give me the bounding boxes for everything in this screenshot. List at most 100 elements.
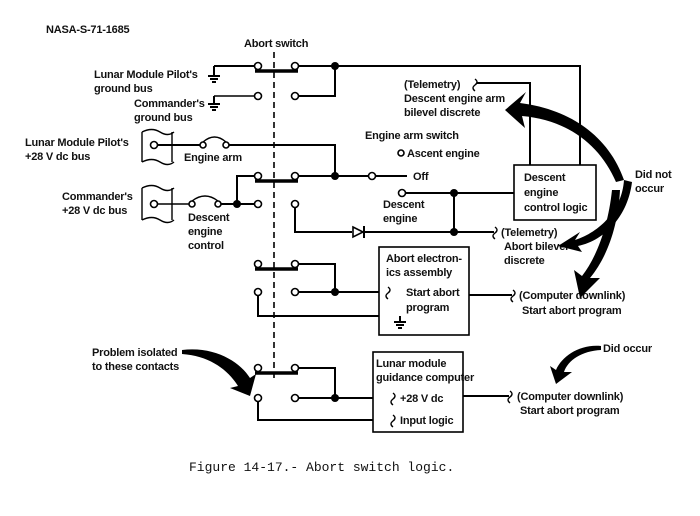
svg-text:control logic: control logic — [524, 202, 587, 214]
switch-contact-problem — [290, 393, 300, 403]
wire — [294, 207, 352, 233]
diode-icon — [352, 225, 365, 239]
abort-electronics-assembly-label: Abort electron- ics assembly — [386, 253, 463, 279]
descent-engine-control-logic-box — [513, 164, 597, 221]
switch-contact-problem — [253, 393, 263, 403]
svg-text:program: program — [406, 302, 450, 314]
junction-dot — [331, 172, 339, 180]
svg-text:Lunar Module Pilot's: Lunar Module Pilot's — [94, 69, 198, 81]
switch-contact — [253, 91, 263, 101]
did-not-occur-arrows — [505, 92, 632, 298]
computer-downlink-label-2: (Computer downlink) Start abort program — [517, 391, 624, 417]
connector-icon — [390, 392, 396, 406]
figure-id: NASA-S-71-1685 — [46, 24, 129, 36]
engine-arm-breaker — [202, 136, 227, 143]
telemetry-descent-arm-label: (Telemetry) Descent engine arm bilevel d… — [404, 79, 506, 119]
wire — [298, 367, 336, 398]
svg-text:ics assembly: ics assembly — [386, 267, 453, 279]
engine-arm-switch-label: Engine arm switch — [365, 130, 459, 142]
wire — [298, 65, 336, 97]
telemetry-connector-icon — [492, 226, 498, 240]
svg-text:(Computer downlink): (Computer downlink) — [517, 391, 624, 403]
computer-downlink-label-1: (Computer downlink) Start abort program — [519, 290, 626, 317]
figure-caption: Figure 14-17.- Abort switch logic. — [189, 460, 454, 475]
cdr-28v-bus-connector — [141, 184, 175, 224]
junction-dot — [450, 228, 458, 236]
switch-contact-problem — [290, 363, 300, 373]
svg-text:Abort electron-: Abort electron- — [386, 253, 462, 265]
svg-text:guidance computer: guidance computer — [376, 372, 475, 384]
svg-text:(Telemetry): (Telemetry) — [404, 79, 461, 91]
lm-guidance-computer-label: Lunar module guidance computer — [376, 358, 475, 384]
svg-text:Did not: Did not — [635, 169, 672, 181]
off-label: Off — [413, 171, 429, 183]
descent-engine-control-label: Descent engine control — [188, 212, 230, 252]
lmp-28v-bus-connector — [141, 128, 175, 166]
switch-contact — [290, 61, 300, 71]
svg-text:Descent: Descent — [524, 172, 566, 184]
switch-contact-problem — [253, 363, 263, 373]
ascent-engine-label: Ascent engine — [407, 148, 480, 160]
svg-text:Descent: Descent — [188, 212, 230, 224]
breaker-contact — [222, 141, 230, 149]
svg-text:discrete: discrete — [504, 255, 545, 267]
descent-engine-label: Descent engine — [383, 199, 425, 225]
descent-engine-contact — [397, 188, 407, 198]
ground-icon — [394, 316, 406, 329]
svg-text:engine: engine — [188, 226, 222, 238]
wire — [257, 401, 392, 421]
switch-contact — [290, 171, 300, 181]
telemetry-abort-label: (Telemetry) Abort bilevel discrete — [501, 227, 568, 267]
bus-terminal — [149, 140, 159, 150]
svg-text:Start abort: Start abort — [406, 287, 460, 299]
start-abort-program-label: Start abort program — [406, 287, 460, 314]
svg-text:occur: occur — [635, 183, 665, 195]
downlink-connector-icon — [507, 390, 513, 404]
svg-text:Start abort program: Start abort program — [522, 305, 622, 317]
ascent-engine-contact — [397, 149, 405, 157]
breaker-contact — [214, 200, 222, 208]
abort-switch-label: Abort switch — [244, 38, 309, 50]
svg-text:Start abort program: Start abort program — [520, 405, 620, 417]
plus-28v-dc-label: +28 V dc — [400, 393, 443, 405]
svg-text:bilevel discrete: bilevel discrete — [404, 107, 480, 119]
cdr-28v-bus-label: Commander's +28 V dc bus — [62, 191, 133, 217]
switch-contact — [253, 199, 263, 209]
wire — [236, 175, 255, 204]
switch-contact — [290, 259, 300, 269]
connector-icon — [385, 286, 391, 300]
descent-engine-control-breaker — [191, 195, 219, 202]
did-not-occur-label: Did not occur — [635, 169, 672, 195]
lmp-ground-bus-label: Lunar Module Pilot's ground bus — [94, 69, 198, 95]
problem-isolated-arrow — [182, 349, 256, 396]
svg-text:(Telemetry): (Telemetry) — [501, 227, 558, 239]
junction-dot — [331, 288, 339, 296]
svg-text:+28 V dc bus: +28 V dc bus — [25, 151, 90, 163]
junction-dot — [331, 394, 339, 402]
arrow-to-abort-telemetry — [558, 180, 632, 252]
svg-text:Lunar module: Lunar module — [376, 358, 446, 370]
arrow-to-computer-downlink-1 — [574, 190, 620, 298]
svg-text:Problem isolated: Problem isolated — [92, 347, 177, 359]
breaker-contact — [188, 200, 196, 208]
ground-icon — [208, 96, 220, 111]
svg-text:Commander's: Commander's — [62, 191, 133, 203]
ground-icon — [208, 66, 220, 83]
switch-contact — [253, 61, 263, 71]
svg-text:engine: engine — [524, 187, 558, 199]
switch-contact — [290, 91, 300, 101]
bus-terminal — [149, 199, 159, 209]
downlink-connector-icon — [510, 289, 516, 303]
switch-contact — [290, 199, 300, 209]
svg-text:Lunar Module Pilot's: Lunar Module Pilot's — [25, 137, 129, 149]
arrow-to-descent-arm-telemetry — [505, 92, 624, 182]
svg-text:(Computer downlink): (Computer downlink) — [519, 290, 626, 302]
svg-text:Descent: Descent — [383, 199, 425, 211]
did-occur-label: Did occur — [603, 343, 653, 355]
svg-text:engine: engine — [383, 213, 417, 225]
svg-text:to these contacts: to these contacts — [92, 361, 179, 373]
engine-arm-switch-off-contact — [367, 171, 377, 181]
wire — [298, 263, 336, 292]
breaker-contact — [199, 141, 207, 149]
telemetry-connector-icon — [472, 78, 478, 92]
